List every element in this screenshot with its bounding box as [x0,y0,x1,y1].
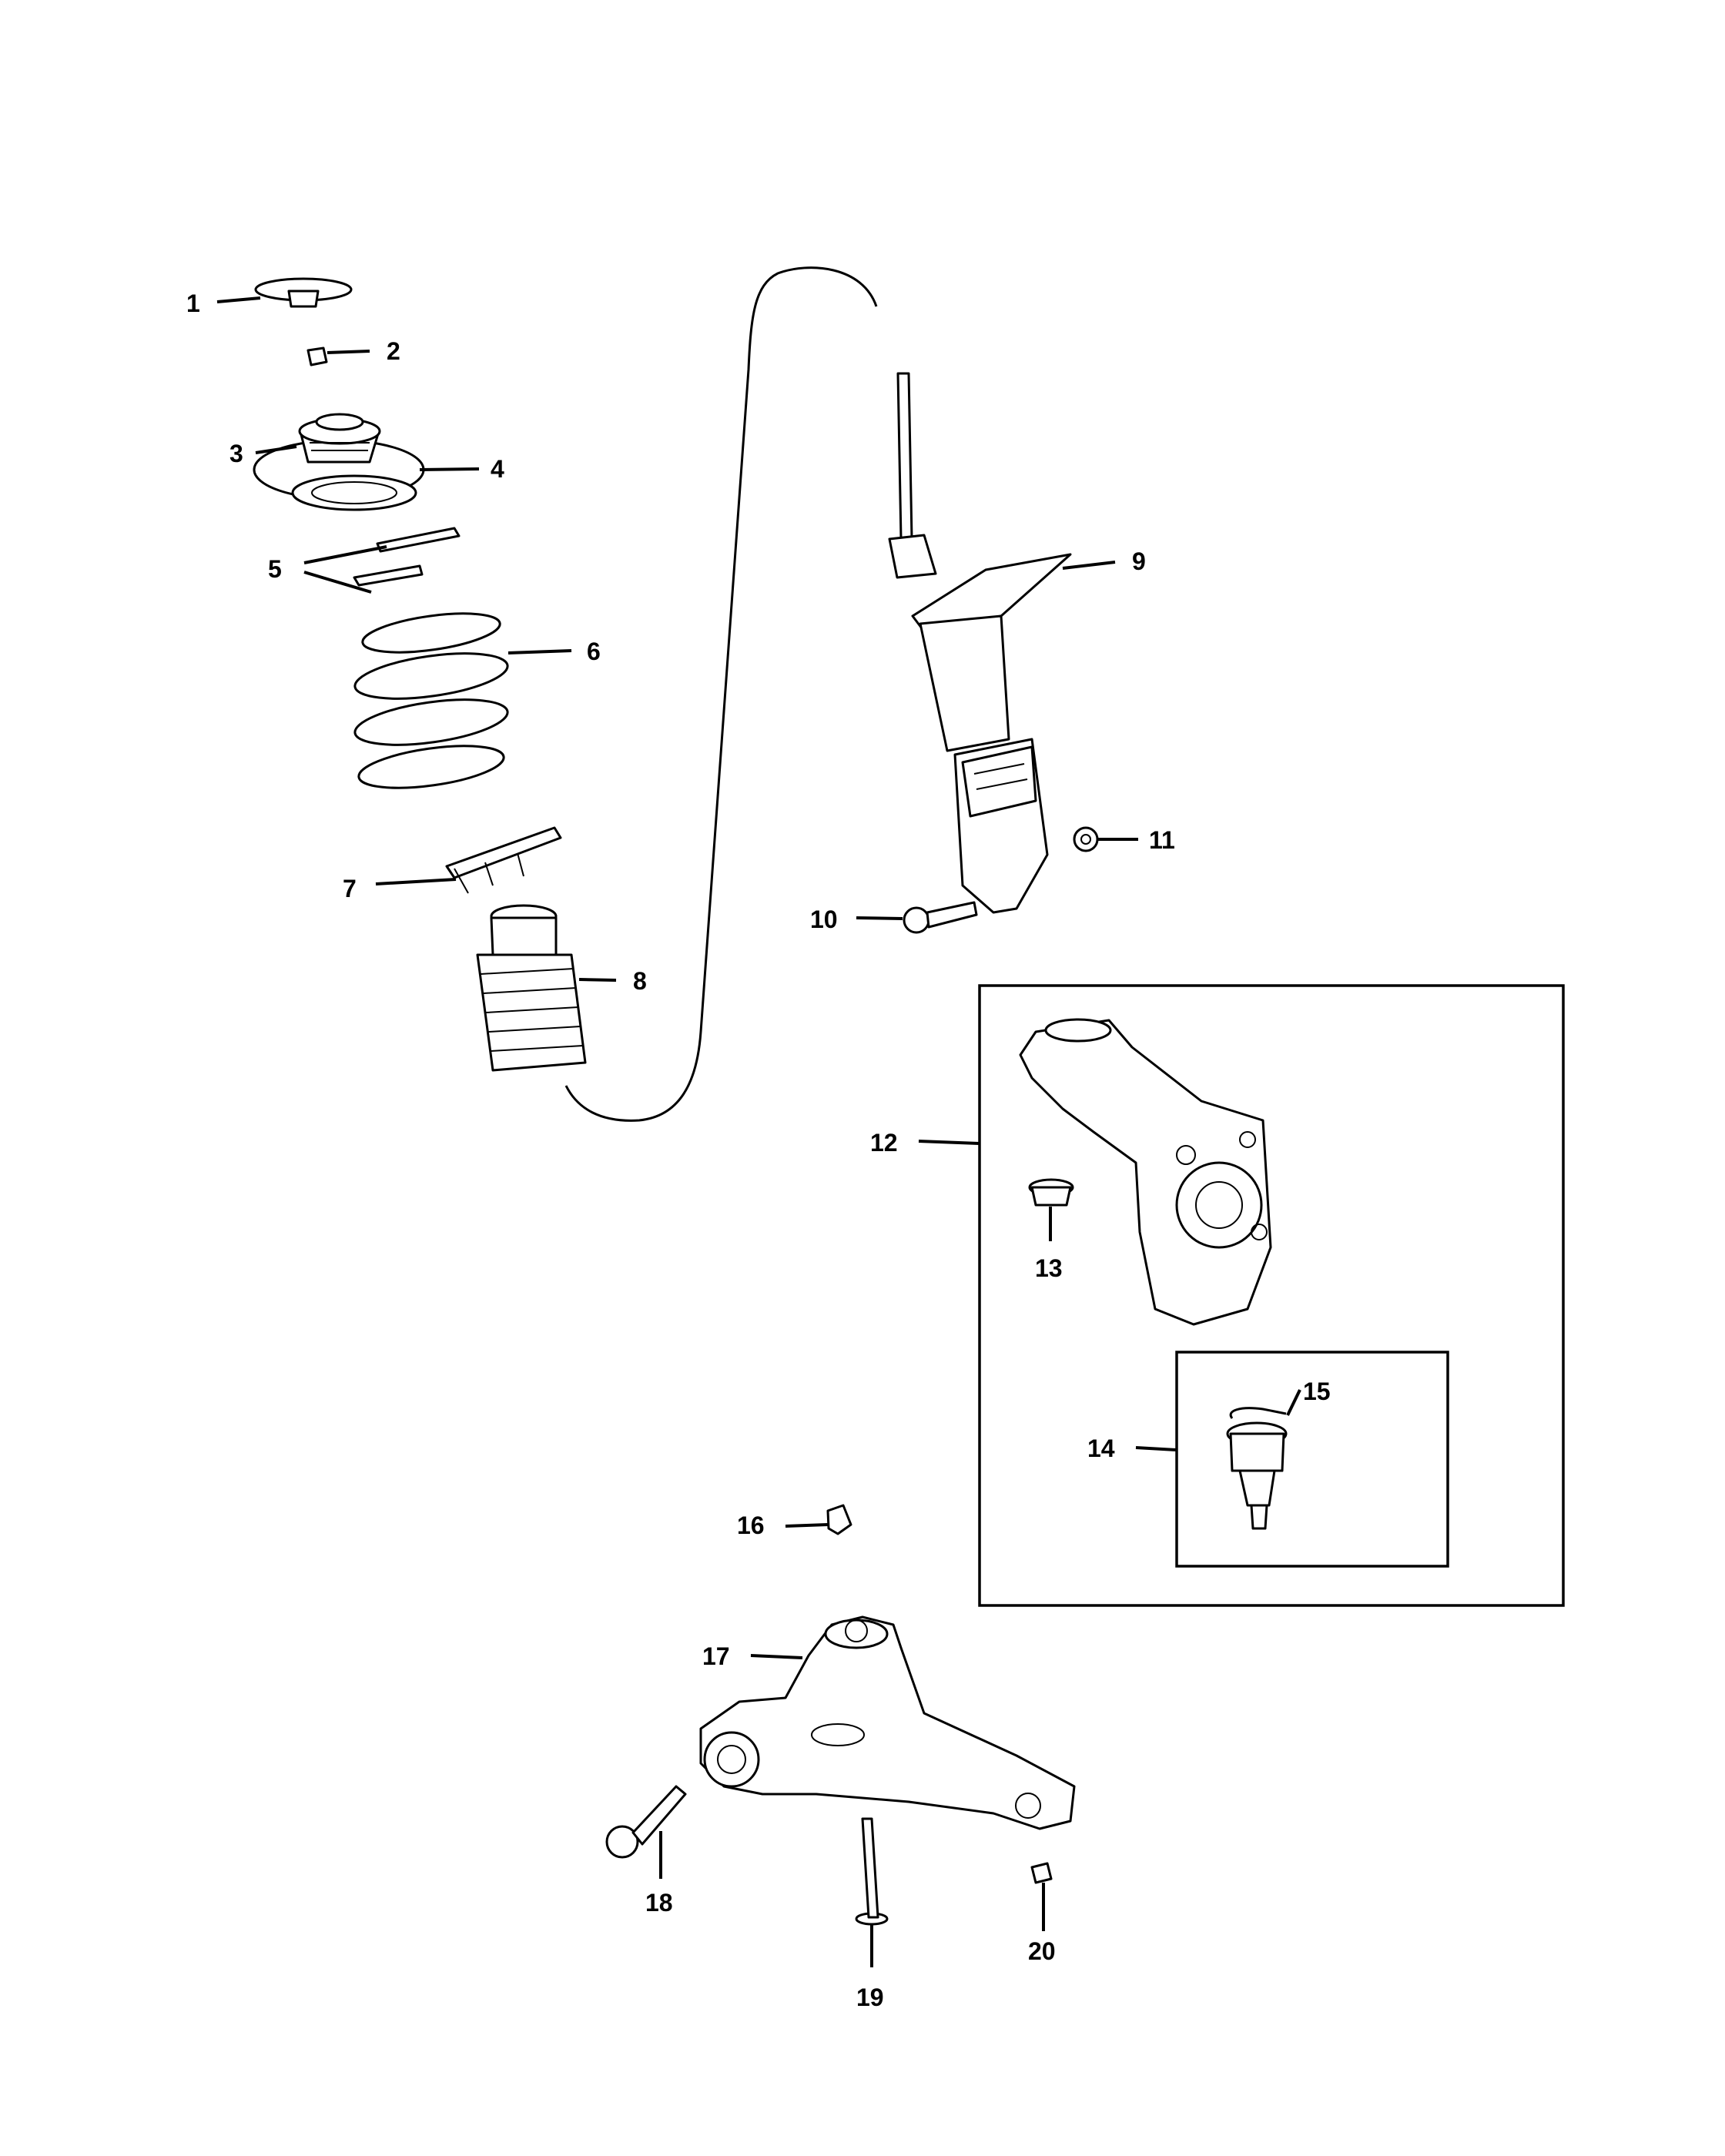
part-15-clip [1229,1407,1287,1419]
callout-18: 18 [645,1889,673,1917]
part-11-nut [1073,826,1099,852]
part-6-coil-spring [353,612,509,789]
part-4-spring-seat [291,474,417,511]
callout-14: 14 [1087,1435,1115,1462]
assembly-group-curve [564,266,878,1122]
part-5-isolators [353,527,461,587]
callout-7: 7 [343,875,357,902]
callout-5: 5 [268,555,282,583]
callout-12: 12 [870,1129,898,1157]
leader-5a [303,545,387,564]
part-16-nut [826,1504,852,1535]
part-12-knuckle [1019,1018,1272,1326]
callout-20: 20 [1028,1937,1056,1965]
callout-4: 4 [491,455,504,483]
ball-joint-box [1175,1351,1449,1568]
leader-17 [750,1654,803,1659]
callout-labels: 1 2 3 4 5 6 7 8 9 10 11 12 13 14 15 16 1… [186,290,1331,2011]
callout-2: 2 [387,337,400,365]
part-18-bolt [605,1785,687,1859]
callout-8: 8 [633,967,647,995]
callout-19: 19 [856,1984,884,2011]
part-14-ball-joint [1226,1421,1288,1530]
callout-9: 9 [1132,547,1146,575]
callout-3: 3 [229,440,243,467]
part-17-lower-control-arm [699,1615,1076,1830]
part-2-nut [306,346,328,367]
part-20-nut [1030,1862,1053,1884]
callout-15: 15 [1303,1378,1331,1405]
leader-9 [1062,561,1116,570]
callout-16: 16 [737,1512,765,1539]
callout-13: 13 [1035,1254,1063,1282]
part-10-bolt [903,901,978,934]
part-13-bushing [1028,1178,1074,1207]
leader-6 [507,649,572,654]
leader-8 [578,978,617,982]
leader-15 [1286,1389,1301,1416]
part-7-lower-spring-seat [445,826,562,894]
leader-lines [216,296,1301,1967]
leader-10 [856,916,903,920]
callout-17: 17 [702,1642,730,1670]
knuckle-assembly-box [978,984,1565,1607]
callout-1: 1 [186,290,200,317]
leader-14 [1135,1446,1177,1451]
leader-3 [255,445,297,454]
leader-2 [327,350,370,354]
callout-11: 11 [1149,826,1175,854]
callout-6: 6 [587,638,601,665]
part-19-bolt [855,1817,889,1926]
leader-1 [216,296,261,303]
leader-12 [918,1140,980,1145]
part-1-strut-cap [254,277,353,308]
leader-16 [785,1523,829,1528]
leader-5b [303,571,372,594]
leader-7 [375,878,457,886]
leader-4 [419,467,480,471]
part-9-strut [888,372,1072,914]
callout-10: 10 [810,906,838,933]
part-8-dust-boot [476,904,587,1072]
